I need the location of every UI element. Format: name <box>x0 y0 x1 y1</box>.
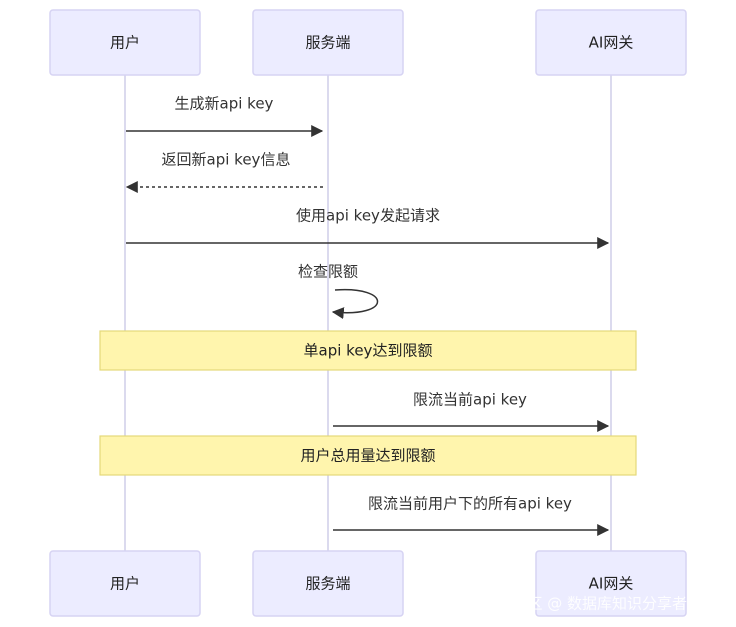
actor-label: AI网关 <box>589 575 634 593</box>
message-label: 返回新api key信息 <box>162 151 291 169</box>
actor-bottom-server: 服务端 <box>252 550 404 617</box>
actor-top-server: 服务端 <box>252 9 404 76</box>
note-label: 单api key达到限额 <box>304 342 433 360</box>
watermark: 掘金技术社区 @ 数据库知识分享者小北 <box>452 595 717 613</box>
message-label: 限流当前api key <box>413 391 527 409</box>
actor-bottom-gateway: AI网关 <box>535 550 687 617</box>
actor-label: 服务端 <box>305 575 350 593</box>
actor-label: 用户 <box>110 575 140 593</box>
actor-top-user: 用户 <box>49 9 201 76</box>
message-label: 生成新api key <box>175 95 274 113</box>
note-label: 用户总用量达到限额 <box>300 447 435 465</box>
actor-label: 服务端 <box>305 34 350 52</box>
actor-label: AI网关 <box>589 34 634 52</box>
message-label: 检查限额 <box>298 263 358 281</box>
note-user-total-limit: 用户总用量达到限额 <box>99 435 637 476</box>
actor-label: 用户 <box>110 34 140 52</box>
message-label: 使用api key发起请求 <box>296 207 440 225</box>
actor-bottom-user: 用户 <box>49 550 201 617</box>
message-label: 限流当前用户下的所有api key <box>368 495 572 513</box>
note-single-key-limit: 单api key达到限额 <box>99 330 637 371</box>
self-loop-arrow <box>331 288 379 320</box>
actor-top-gateway: AI网关 <box>535 9 687 76</box>
